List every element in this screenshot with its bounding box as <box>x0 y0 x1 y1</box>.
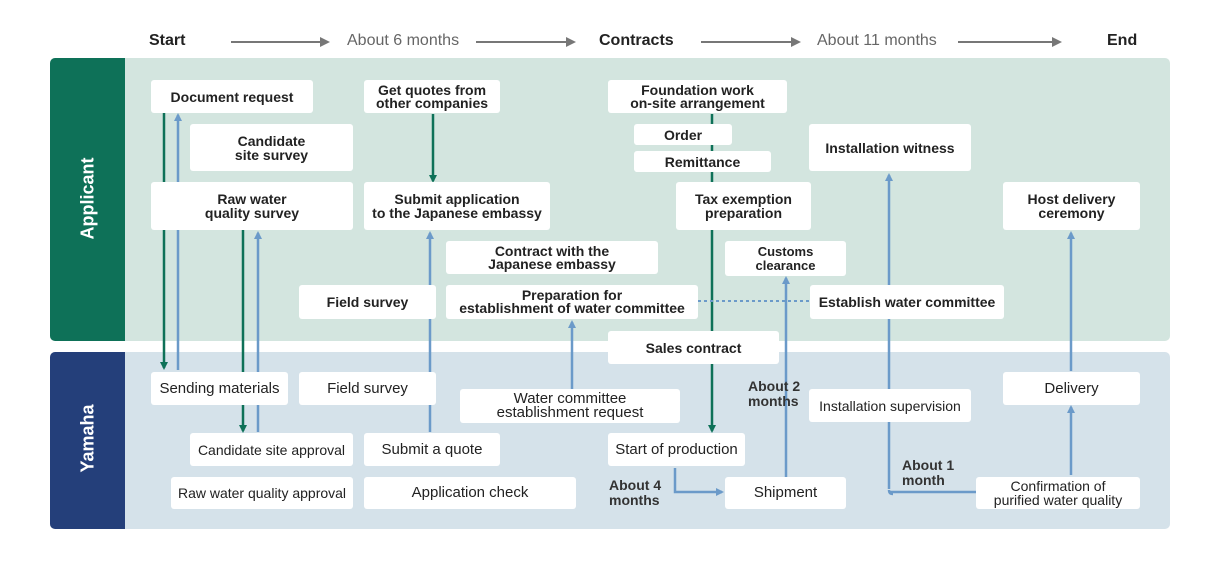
order-box: Order <box>634 124 732 145</box>
yamaha-lane-tab <box>50 352 125 529</box>
installation-supervision-box: Installation supervision <box>809 389 971 422</box>
tax-exemption-box: Tax exemption preparation <box>676 182 811 230</box>
submit-application-box: Submit application to the Japanese embas… <box>364 182 550 230</box>
sales-contract-box: Sales contract <box>608 331 779 364</box>
host-delivery-ceremony-box: Host delivery ceremony <box>1003 182 1140 230</box>
arrow-production-to-shipment <box>673 468 724 496</box>
prep-water-committee-box: Preparation for establishment of water c… <box>446 285 698 319</box>
water-committee-request-box: Water committee establishment request <box>460 389 680 423</box>
customs-clearance-box: Customs clearance <box>725 241 846 276</box>
field-survey-yamaha-box: Field survey <box>299 372 436 405</box>
application-check-box: Application check <box>364 477 576 509</box>
applicant-lane-tab <box>50 58 125 341</box>
delivery-box: Delivery <box>1003 372 1140 405</box>
raw-water-quality-survey-box: Raw water quality survey <box>151 182 353 230</box>
remittance-box: Remittance <box>634 151 771 172</box>
document-request-box: Document request <box>151 80 313 113</box>
shipment-box: Shipment <box>725 477 846 509</box>
installation-witness-box: Installation witness <box>809 124 971 171</box>
candidate-site-approval-box: Candidate site approval <box>190 433 353 466</box>
timeline-end: End <box>1107 32 1138 49</box>
get-quotes-box: Get quotes from other companies <box>364 80 500 113</box>
field-survey-applicant-box: Field survey <box>299 285 436 319</box>
establish-water-committee-box: Establish water committee <box>810 285 1004 319</box>
start-of-production-box: Start of production <box>608 433 745 466</box>
note-about-1-month: About 1 month <box>902 457 955 488</box>
sending-materials-box: Sending materials <box>151 372 288 405</box>
timeline-phase2: About 11 months <box>817 32 937 49</box>
raw-water-quality-approval-box: Raw water quality approval <box>171 477 353 509</box>
timeline-start: Start <box>149 32 186 49</box>
submit-quote-box: Submit a quote <box>364 433 500 466</box>
timeline-phase1: About 6 months <box>347 32 460 49</box>
contract-embassy-box: Contract with the Japanese embassy <box>446 241 658 274</box>
candidate-site-survey-box: Candidate site survey <box>190 124 353 171</box>
timeline-contracts: Contracts <box>599 32 674 49</box>
note-about-2-months: About 2 months <box>748 378 801 409</box>
confirmation-purified-box: Confirmation of purified water quality <box>976 477 1140 509</box>
note-about-4-months: About 4 months <box>609 477 662 508</box>
foundation-work-box: Foundation work on-site arrangement <box>608 80 787 113</box>
